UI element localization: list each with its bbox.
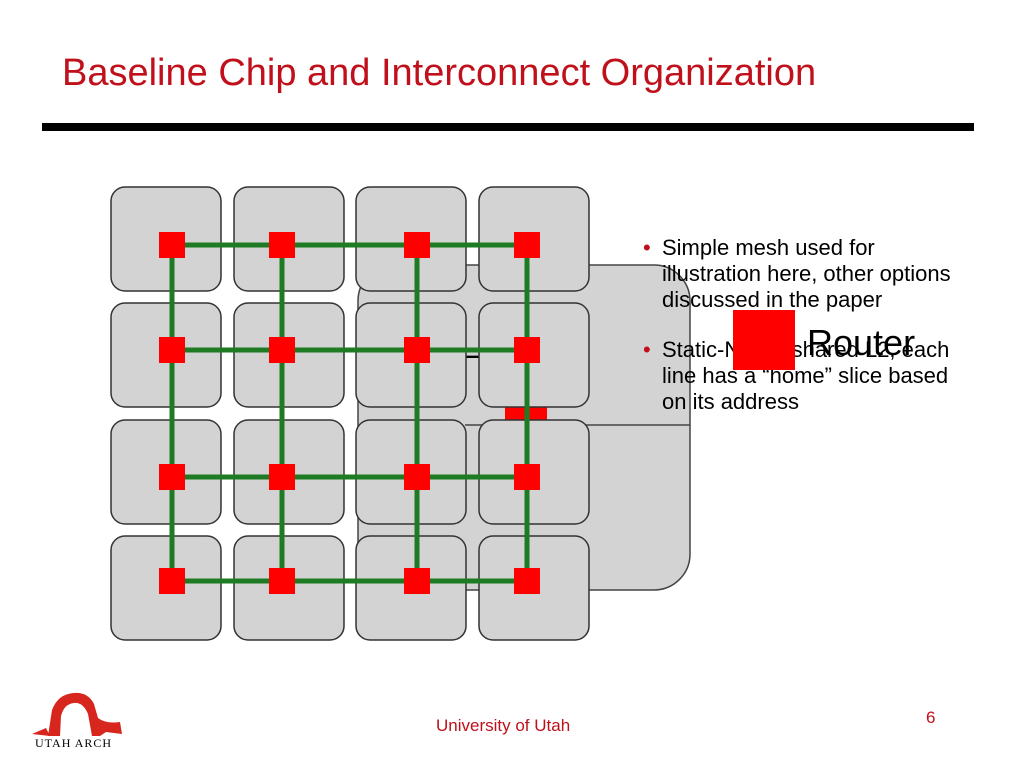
- bullet-marker: •: [643, 337, 651, 362]
- router-node: [404, 464, 430, 490]
- router-node: [514, 464, 540, 490]
- logo-text: UTAH ARCH: [35, 736, 113, 750]
- title-divider: [42, 123, 974, 131]
- router-node: [404, 232, 430, 258]
- router-node: [269, 568, 295, 594]
- page-number: 6: [926, 708, 936, 727]
- router-node: [514, 337, 540, 363]
- bullet-item: • Simple mesh used for illustration here…: [643, 235, 953, 313]
- router-node: [159, 568, 185, 594]
- mesh-links: [169, 242, 530, 584]
- router-node: [269, 232, 295, 258]
- router-node: [514, 568, 540, 594]
- router-grid: [159, 232, 540, 594]
- bullet-item: • Static-NUCA shared L2, each line has a…: [643, 337, 953, 415]
- footer-text: University of Utah: [436, 716, 571, 735]
- router-node: [269, 464, 295, 490]
- bullet-marker: •: [643, 235, 651, 260]
- router-node: [404, 337, 430, 363]
- slide-title: Baseline Chip and Interconnect Organizat…: [62, 52, 817, 94]
- router-node: [159, 232, 185, 258]
- delicate-arch-icon: [32, 692, 122, 736]
- router-node: [404, 568, 430, 594]
- router-node: [514, 232, 540, 258]
- router-node: [159, 464, 185, 490]
- router-legend-swatch: [733, 310, 795, 370]
- bullet-text: Simple mesh used for illustration here, …: [662, 235, 951, 312]
- bullet-list: • Simple mesh used for illustration here…: [643, 235, 953, 439]
- bullet-text: Static-NUCA shared L2, each line has a “…: [662, 337, 950, 414]
- router-node: [269, 337, 295, 363]
- router-node: [159, 337, 185, 363]
- router-legend-label: Router: [807, 322, 916, 363]
